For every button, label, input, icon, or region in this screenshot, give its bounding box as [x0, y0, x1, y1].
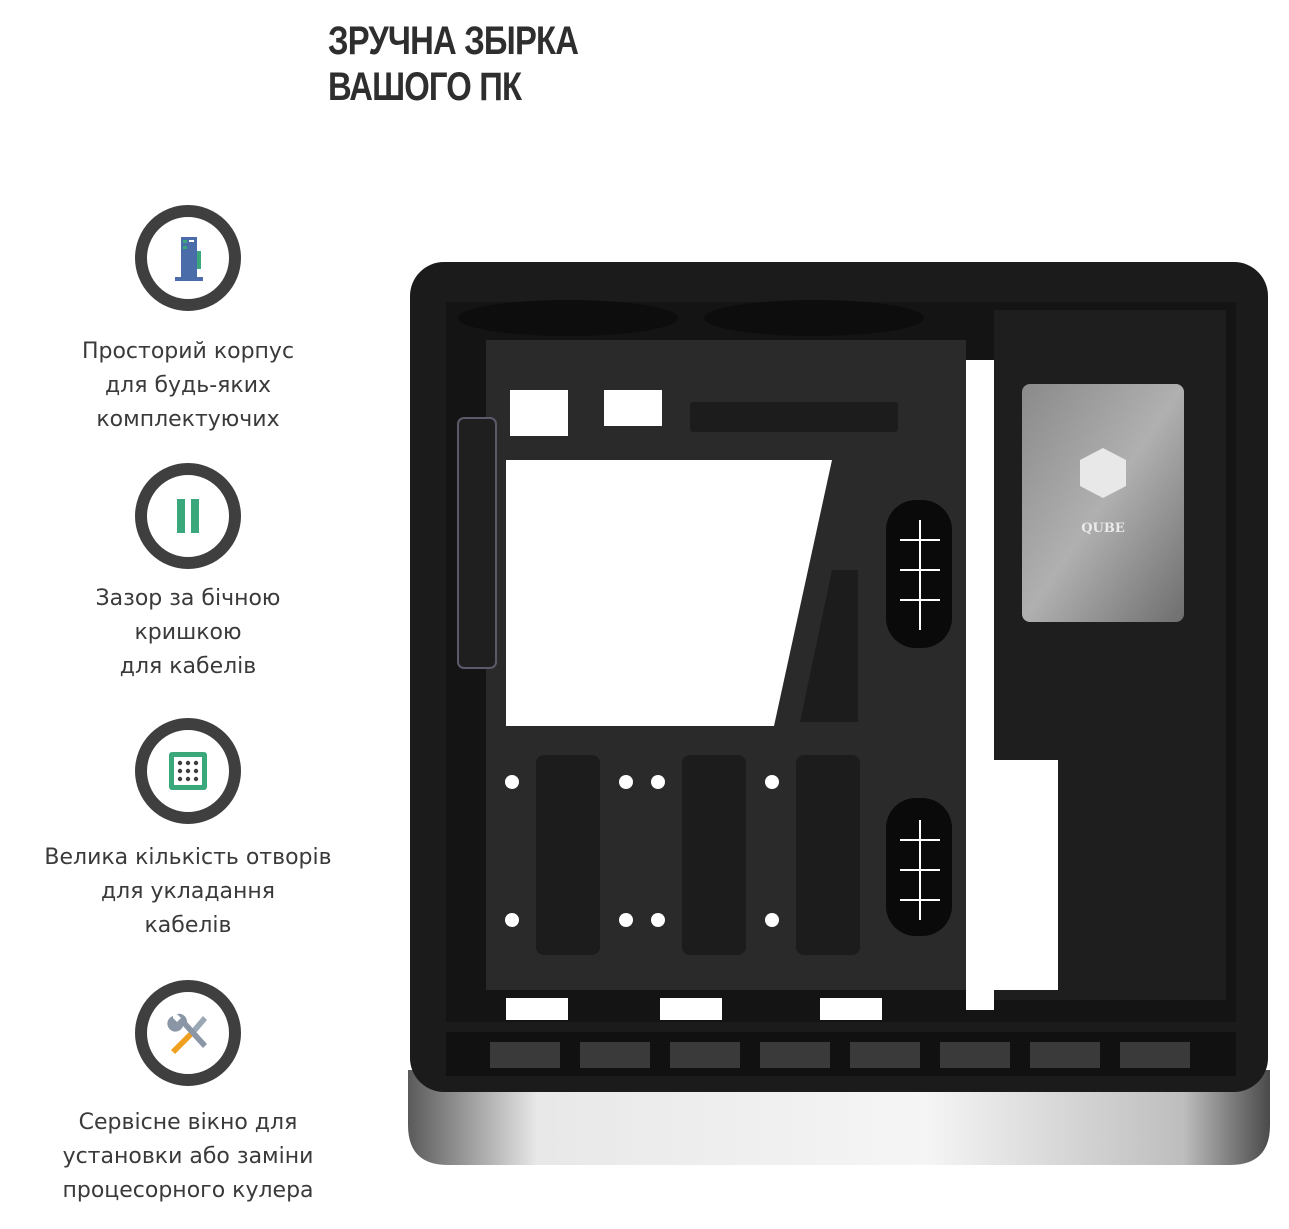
feature-2-icon-ring — [135, 463, 241, 569]
feature-2-line-1: Зазор за бічною — [95, 586, 281, 611]
feature-3-label: Велика кількість отворів для укладання к… — [0, 841, 376, 943]
pc-tower-icon — [175, 237, 203, 281]
feature-1-line-2: для будь-яких — [104, 373, 272, 398]
feature-3-line-1: Велика кількість отворів — [44, 845, 332, 870]
feature-4-line-3: процесорного кулера — [62, 1178, 314, 1203]
feature-4-label: Сервісне вікно для установки або заміни … — [0, 1106, 376, 1208]
feature-4-line-1: Сервісне вікно для — [78, 1110, 298, 1135]
pc-case-image: QUBE — [408, 262, 1270, 1165]
feature-1-line-3: комплектуючих — [96, 407, 280, 432]
feature-1-icon-ring — [135, 205, 241, 311]
feature-1-line-1: Просторий корпус — [81, 339, 295, 364]
cable-gap-icon — [177, 499, 199, 533]
feature-4-line-2: установки або заміни — [62, 1144, 314, 1169]
feature-2-line-2: кришкою — [134, 620, 242, 645]
feature-1-label: Просторий корпус для будь-яких комплекту… — [0, 335, 376, 437]
qube-logo-text: QUBE — [1081, 521, 1125, 536]
feature-3-icon-ring — [135, 718, 241, 824]
title-line-2: ВАШОГО ПК — [328, 65, 522, 109]
page-title: ЗРУЧНА ЗБІРКА ВАШОГО ПК — [328, 18, 579, 110]
qube-plate — [1022, 384, 1184, 622]
feature-3-line-3: кабелів — [144, 913, 232, 938]
cpu-cutout — [506, 460, 832, 726]
tools-icon — [167, 1013, 207, 1054]
cable-holes-icon — [169, 752, 207, 790]
case-silver-base — [408, 1070, 1270, 1165]
cable-gap-opening — [966, 360, 994, 1010]
feature-3-line-2: для укладання — [100, 879, 276, 904]
feature-4-icon-ring — [135, 980, 241, 1086]
title-line-1: ЗРУЧНА ЗБІРКА — [328, 19, 579, 63]
feature-2-label: Зазор за бічною кришкою для кабелів — [0, 582, 376, 684]
feature-2-line-3: для кабелів — [119, 654, 257, 679]
